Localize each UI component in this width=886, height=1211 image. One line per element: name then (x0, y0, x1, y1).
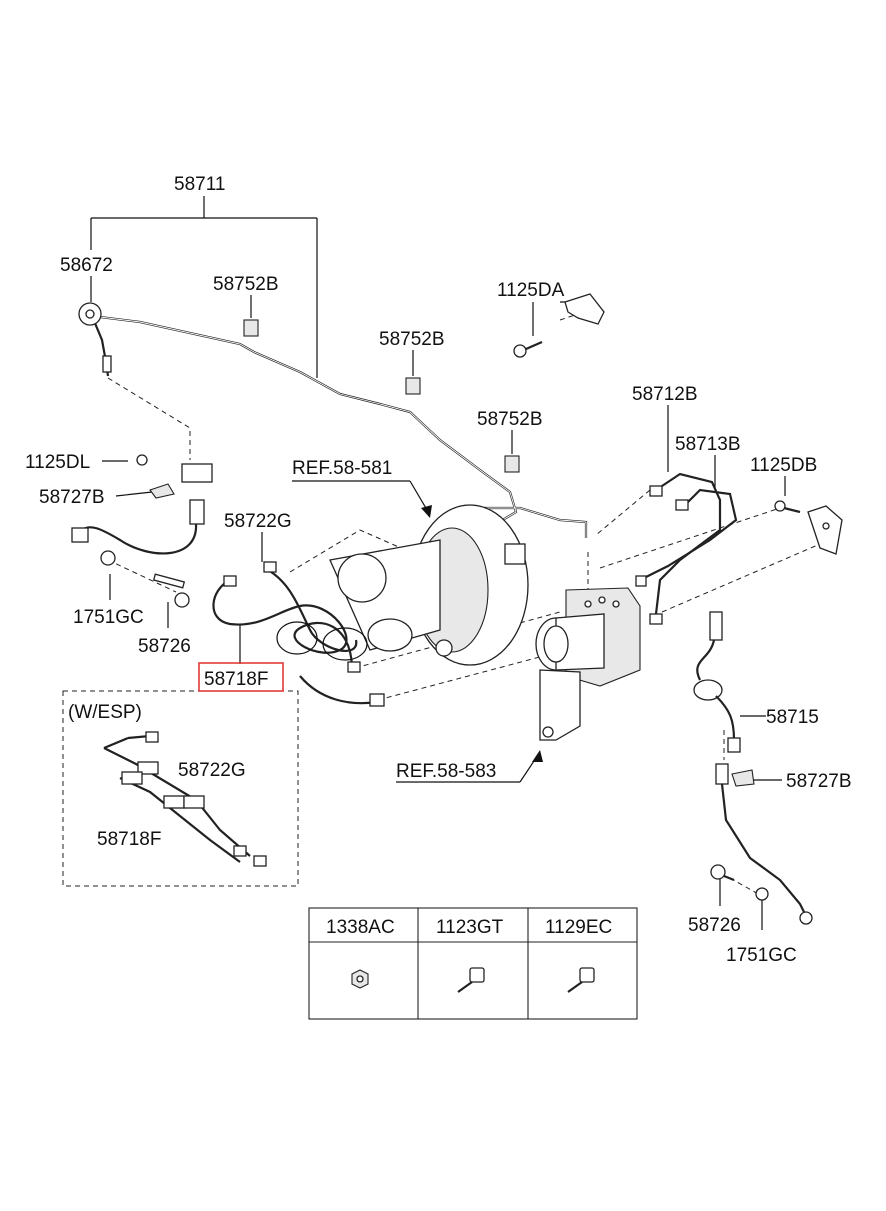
label-58752b-2: 58752B (379, 329, 445, 350)
label-58713b: 58713B (675, 434, 741, 455)
label-ref-58-583: REF.58-583 (396, 761, 496, 782)
label-1751gc-right: 1751GC (726, 945, 797, 966)
label-58727b-right: 58727B (786, 771, 852, 792)
label-58726-right: 58726 (688, 915, 741, 936)
brake-line-58711 (78, 302, 588, 538)
label-w-esp: (W/ESP) (68, 702, 142, 723)
label-58672: 58672 (60, 255, 113, 276)
label-1125dl: 1125DL (25, 452, 90, 473)
right-brake-lines (635, 472, 738, 625)
coil-lines-58718f (212, 561, 385, 707)
abs-module-part (535, 587, 641, 741)
label-58718f-esp: 58718F (97, 829, 161, 850)
brake-booster-part (329, 504, 529, 666)
table-header-1129ec: 1129EC (545, 917, 612, 938)
part-labels: 58711 58672 58752B 1125DA 58752B 58712B … (25, 174, 852, 966)
table-header-1123gt: 1123GT (436, 917, 504, 938)
left-hose-assembly (71, 454, 213, 608)
right-rear-hose (710, 763, 813, 925)
label-58712b: 58712B (632, 384, 698, 405)
label-1125db: 1125DB (750, 455, 817, 476)
table-header-1338ac: 1338AC (326, 917, 395, 938)
label-58752b-1: 58752B (213, 274, 279, 295)
parts-table (308, 907, 638, 1020)
wesp-inset (62, 690, 299, 887)
label-58711: 58711 (174, 174, 225, 195)
highlight-box-58718f (198, 662, 284, 692)
flange-bolt-icon (457, 967, 485, 993)
label-58722g-top: 58722G (224, 511, 292, 532)
assembly-dashed-lines (107, 309, 821, 896)
hose-58715-part (693, 611, 741, 753)
label-58727b-left: 58727B (39, 487, 105, 508)
label-58726-left: 58726 (138, 636, 191, 657)
bolt-1125da-part (513, 293, 605, 358)
label-58715: 58715 (766, 707, 819, 728)
label-58752b-3: 58752B (477, 409, 543, 430)
label-1751gc-left: 1751GC (73, 607, 144, 628)
clip-58752b-parts (243, 319, 520, 473)
leader-lines (90, 196, 786, 930)
flange-bolt-icon-2 (567, 967, 595, 993)
label-58722g-esp: 58722G (178, 760, 246, 781)
label-58718f-main: 58718F (204, 669, 268, 690)
label-ref-58-581: REF.58-581 (292, 458, 392, 479)
bolt-1125db-part (774, 500, 843, 555)
label-1125da: 1125DA (497, 280, 565, 301)
